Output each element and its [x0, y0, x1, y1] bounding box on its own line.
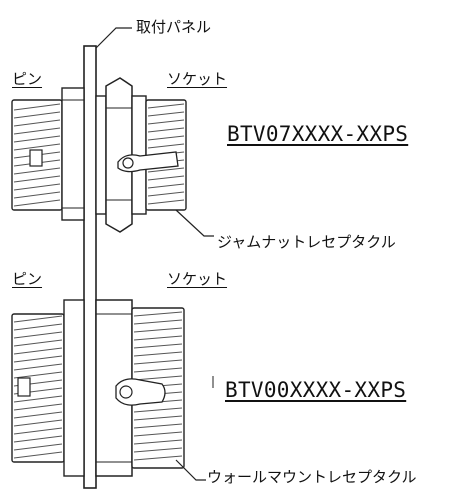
- pin-side-key-bottom: [17, 377, 31, 397]
- socket-side-threads-bottom: [133, 311, 183, 461]
- pin-side-key-top: [29, 149, 43, 167]
- part-number-bottom: BTV00XXXX-XXPS: [225, 378, 407, 402]
- pin-label-top: ピン: [12, 70, 43, 88]
- mounting-panel: [83, 45, 97, 489]
- socket-latch-top: [117, 151, 179, 173]
- jam-nut-receptacle: [11, 77, 214, 237]
- wall-mount-leader-line: [175, 459, 206, 481]
- panel-label: 取付パネル: [136, 18, 212, 36]
- wall-mount-receptacle-label: ウォールマウントレセプタクル: [207, 468, 417, 486]
- socket-latch-bottom: [115, 378, 166, 406]
- jam-nut-hex: [105, 77, 133, 233]
- panel-leader-line: [95, 27, 132, 49]
- wall-mount-receptacle: [11, 299, 214, 481]
- pin-label-bottom: ピン: [12, 270, 43, 288]
- wall-flange-left: [63, 299, 85, 477]
- shell-flange-left-top: [61, 87, 85, 221]
- jam-nut-receptacle-label: ジャムナットレセプタクル: [217, 233, 396, 251]
- socket-label-bottom: ソケット: [167, 270, 228, 288]
- socket-label-top: ソケット: [167, 70, 228, 88]
- jam-nut-leader-line: [175, 209, 214, 237]
- shell-body-top: [95, 95, 107, 215]
- part-number-top: BTV07XXXX-XXPS: [227, 122, 409, 146]
